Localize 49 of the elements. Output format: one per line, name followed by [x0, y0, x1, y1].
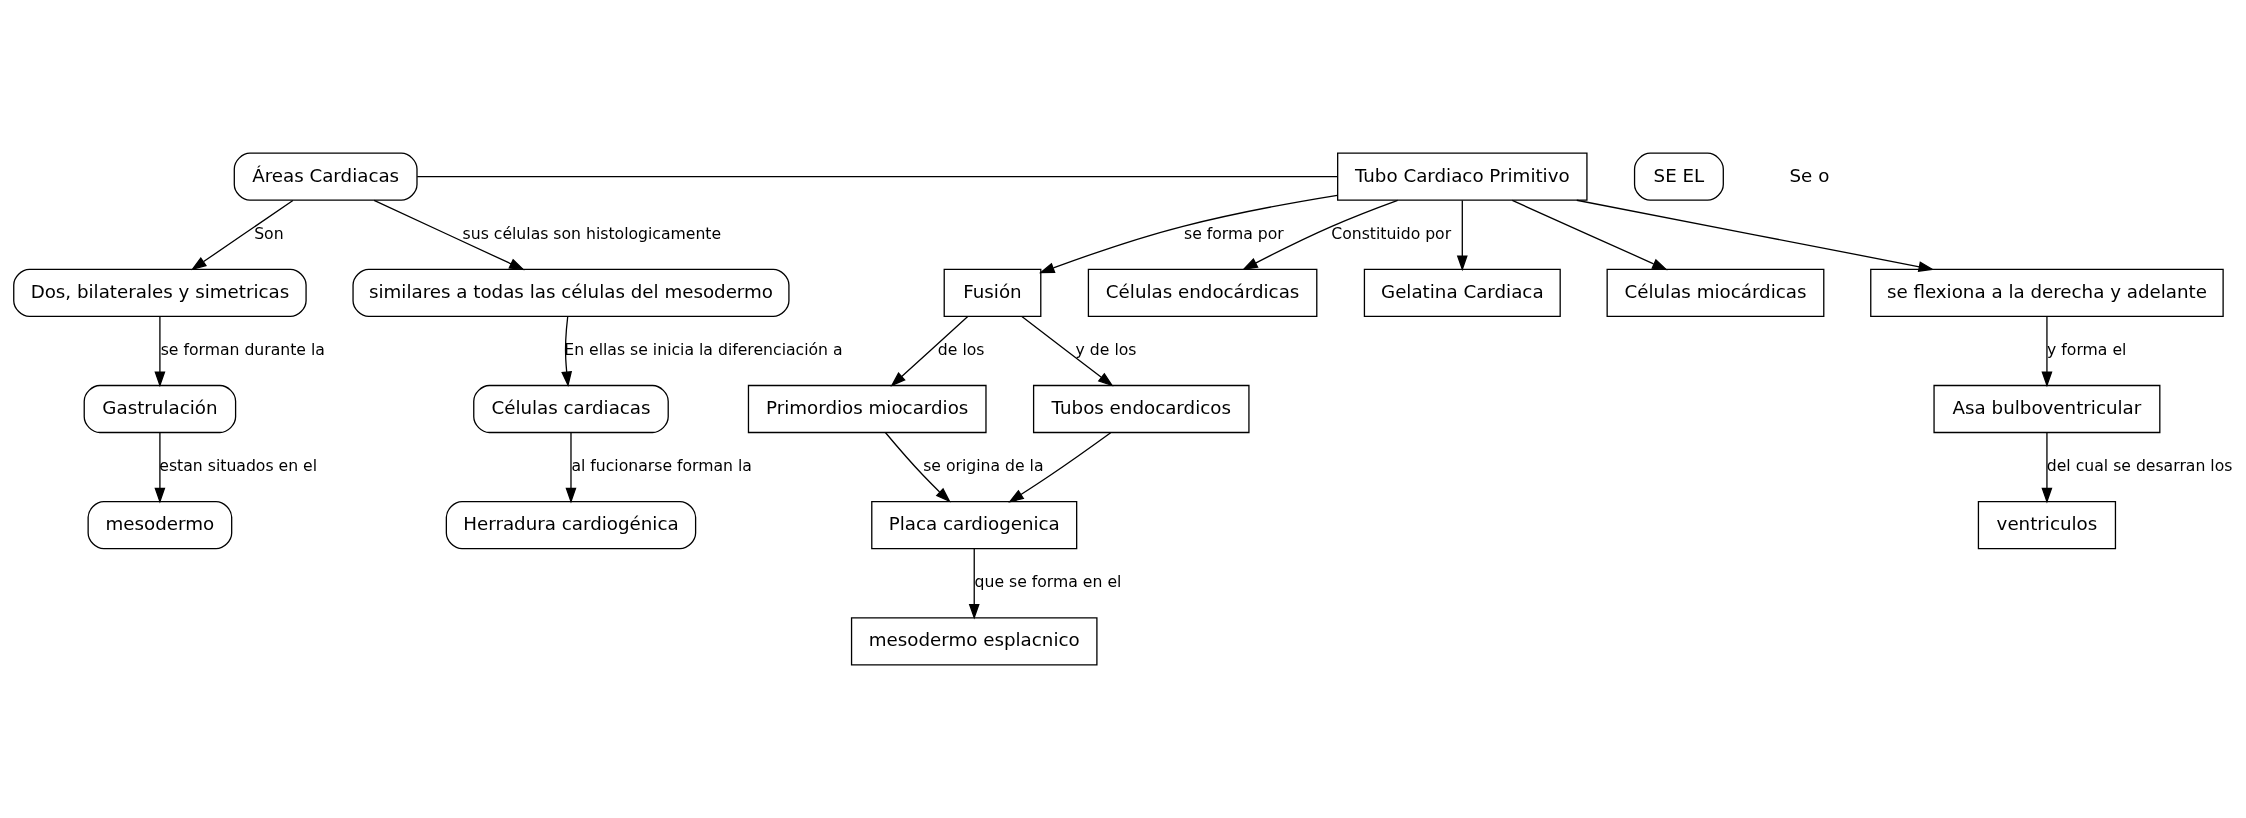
node-box: Áreas Cardiacas [233, 152, 418, 201]
edge-label: de los [937, 339, 985, 359]
node-box: ventriculos [1977, 501, 2117, 550]
node-box: Gelatina Cardiaca [1363, 268, 1561, 317]
arrow [1021, 315, 1114, 387]
edge-label: Constituido por [1331, 223, 1452, 243]
node-box: Gastrulación [83, 384, 237, 434]
arrow [1511, 199, 1668, 271]
arrow [1242, 199, 1399, 271]
node-box: se flexiona a la derecha y adelante [1870, 268, 2224, 317]
node-box: Primordios miocardios [747, 384, 987, 434]
node-box: Células cardiacas [473, 384, 669, 434]
node-box: Herradura cardiogénica [445, 501, 697, 550]
arrow [565, 432, 577, 504]
arrow [1038, 194, 1338, 274]
edge-label: En ellas se inicia la diferenciación a [564, 339, 843, 359]
node-box: Células endocárdicas [1087, 268, 1318, 317]
node-box: Placa cardiogenica [871, 501, 1078, 550]
node-box: mesodermo [87, 501, 233, 550]
arrow [968, 548, 980, 620]
edge-label: se forman durante la [160, 339, 325, 359]
node-box: similares a todas las células del mesodermo [352, 268, 790, 317]
node-box: Células miocárdicas [1606, 268, 1825, 317]
node-box: Tubo Cardiaco Primitivo [1337, 152, 1588, 201]
node-box: mesodermo esplacnico [850, 617, 1098, 666]
arrow [1576, 199, 1935, 273]
edge-label: sus células son histologicamente [462, 223, 722, 243]
edge-label: y de los [1075, 339, 1137, 359]
edge-label: se origina de la [923, 456, 1044, 476]
node-box: SE EL [1633, 152, 1724, 201]
arrow [373, 199, 525, 271]
edge-label: que se forma en el [974, 572, 1122, 592]
arrow [2041, 432, 2053, 504]
node-box: Asa bulboventricular [1933, 384, 2161, 434]
edge-label: se forma por [1184, 223, 1284, 243]
arrow [154, 315, 166, 388]
node-box: Fusión [943, 268, 1042, 317]
node-box: Dos, bilaterales y simetricas [13, 268, 307, 317]
edge-label: al fucionarse forman la [571, 456, 752, 476]
arrow [890, 315, 969, 387]
node-box: Tubos endocardicos [1032, 384, 1250, 434]
arrow [884, 431, 951, 503]
edge-label: Son [254, 223, 284, 243]
arrow [190, 199, 294, 271]
arrow [1456, 199, 1468, 272]
connector [416, 176, 1338, 178]
arrow [1008, 432, 1112, 503]
arrow [154, 432, 166, 504]
label: Se o [1789, 164, 1830, 186]
